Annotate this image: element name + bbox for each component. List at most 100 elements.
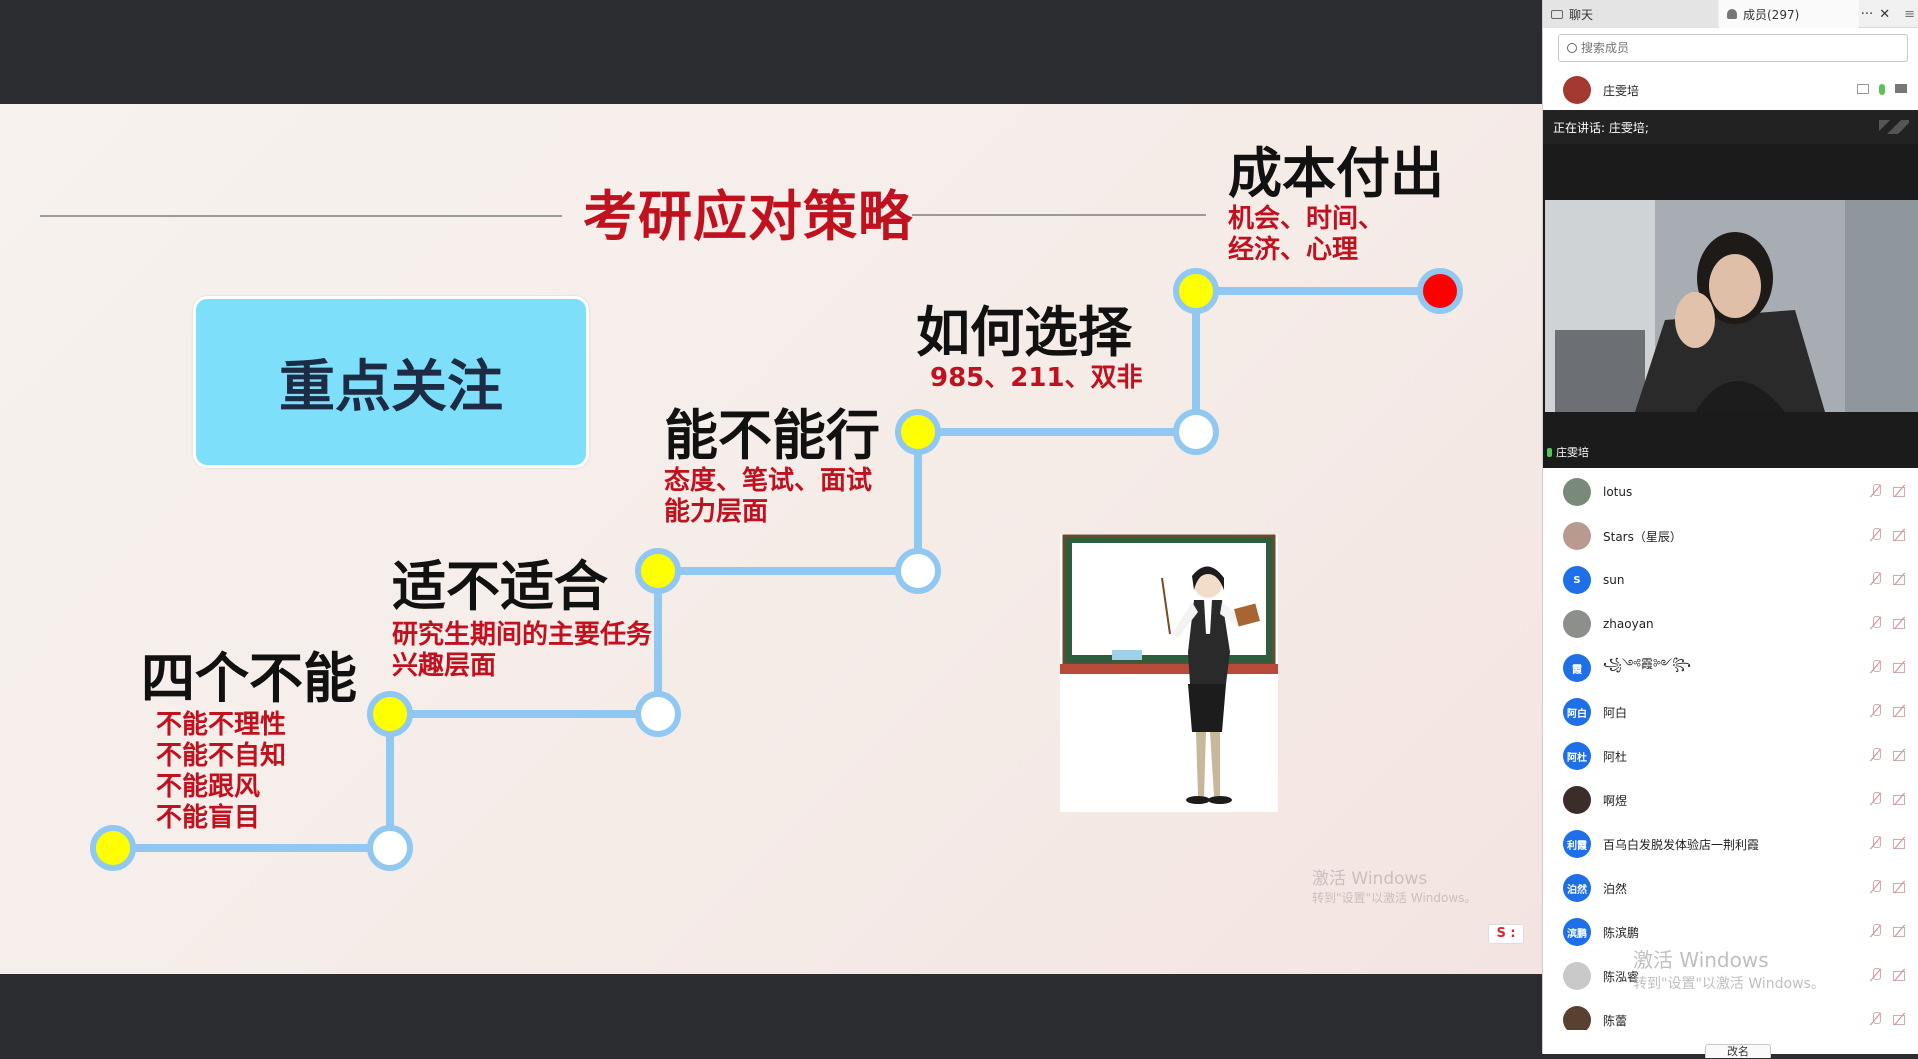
list-item[interactable]: 泊然 泊然: [1543, 866, 1918, 910]
tab-members[interactable]: 成员(297): [1719, 0, 1859, 28]
presentation-stage: 考研应对策略 重点关注 四个不能 不能不理性 不能不自知 不能跟风 不能盲目: [0, 104, 1542, 974]
node-9: [1173, 268, 1219, 314]
step-title-3: 能不能行: [664, 404, 880, 467]
list-item[interactable]: lotus: [1543, 470, 1918, 514]
avatar: 阿白: [1563, 698, 1591, 726]
input-method-icon[interactable]: S :: [1488, 924, 1524, 944]
slide-title: 考研应对策略: [583, 185, 913, 248]
member-list[interactable]: lotus Stars（星辰） S sun zhaoyan 霞 ꧁༺霞༻꧂ 阿白…: [1543, 470, 1918, 1030]
host-name: 庄雯培: [1603, 83, 1640, 98]
activation-watermark: 激活 Windows 转到"设置"以激活 Windows。: [1312, 864, 1476, 906]
step-line: 兴趣层面: [392, 651, 497, 681]
camera-off-icon: [1893, 704, 1907, 718]
person-icon: [1727, 9, 1737, 19]
panel-tabs: 聊天 成员(297) ··· ✕ ≡: [1543, 0, 1918, 28]
mic-off-icon: [1869, 792, 1883, 806]
step-sub-1: 不能不理性 不能不自知 不能跟风 不能盲目: [156, 710, 286, 834]
list-item[interactable]: Stars（星辰）: [1543, 514, 1918, 558]
host-row[interactable]: 庄雯培: [1543, 72, 1918, 108]
member-name: 陈泓睿: [1603, 969, 1640, 984]
list-item[interactable]: S sun: [1543, 558, 1918, 602]
step-sub-5: 机会、时间、 经济、心理: [1228, 204, 1384, 266]
avatar: 泊然: [1563, 874, 1591, 902]
list-item[interactable]: zhaoyan: [1543, 602, 1918, 646]
title-rule-left: [40, 215, 562, 217]
member-name: 陈蕾: [1603, 1013, 1628, 1028]
avatar: S: [1563, 566, 1591, 594]
list-item[interactable]: 阿白 阿白: [1543, 690, 1918, 734]
step-line: 研究生期间的主要任务: [392, 620, 653, 650]
search-icon: [1567, 43, 1577, 53]
step-title-1: 四个不能: [141, 647, 357, 710]
menu-icon[interactable]: ≡: [1904, 6, 1915, 22]
video-label-text: 庄雯培: [1556, 446, 1589, 459]
node-1: [90, 825, 136, 871]
slide: 考研应对策略 重点关注 四个不能 不能不理性 不能不自知 不能跟风 不能盲目: [0, 104, 1542, 974]
member-status: [1869, 616, 1907, 630]
speaker-video[interactable]: [1545, 200, 1918, 412]
tab-chat[interactable]: 聊天: [1543, 0, 1718, 28]
camera-off-icon: [1893, 572, 1907, 586]
node-10: [1417, 268, 1463, 314]
mic-off-icon: [1869, 880, 1883, 894]
avatar: [1563, 522, 1591, 550]
tab-members-label: 成员(297): [1743, 7, 1800, 22]
mic-off-icon: [1869, 616, 1883, 630]
focus-box: 重点关注: [193, 296, 589, 468]
more-icon[interactable]: ···: [1860, 6, 1874, 22]
mic-off-icon: [1869, 836, 1883, 850]
member-status: [1869, 528, 1907, 542]
avatar: 利霞: [1563, 830, 1591, 858]
camera-off-icon: [1893, 924, 1907, 938]
member-name: sun: [1603, 573, 1625, 587]
collapse-icon[interactable]: [1879, 120, 1909, 134]
close-icon[interactable]: ✕: [1879, 6, 1891, 22]
step-line: 态度、笔试、面试: [664, 466, 873, 496]
list-item[interactable]: 利霞 百乌白发脱发体验店一荆利霞: [1543, 822, 1918, 866]
video-name-label: 庄雯培: [1547, 444, 1589, 460]
list-item[interactable]: 陈蕾: [1543, 998, 1918, 1030]
step-title-4: 如何选择: [916, 301, 1132, 364]
host-status-icons: [1857, 84, 1907, 95]
step-line: 985、211、双非: [930, 363, 1143, 393]
node-6: [895, 548, 941, 594]
watermark-line1: 激活 Windows: [1312, 869, 1428, 889]
list-item[interactable]: 啊煜: [1543, 778, 1918, 822]
member-name: 阿白: [1603, 705, 1628, 720]
member-name: 百乌白发脱发体验店一荆利霞: [1603, 837, 1760, 852]
list-item[interactable]: 滨鹏 陈滨鹏: [1543, 910, 1918, 954]
avatar: [1563, 786, 1591, 814]
camera-off-icon: [1893, 748, 1907, 762]
search-input[interactable]: [1581, 41, 1881, 55]
step-line: 不能盲目: [156, 803, 261, 833]
meeting-side-panel: 聊天 成员(297) ··· ✕ ≡ 庄雯培 正在讲话: 庄雯培;: [1542, 0, 1918, 1058]
member-name: Stars（星辰）: [1603, 529, 1682, 544]
rename-button[interactable]: 改名: [1705, 1044, 1771, 1058]
step-line: 机会、时间、: [1228, 204, 1385, 234]
tab-controls: ··· ✕ ≡: [1861, 0, 1915, 28]
mic-off-icon: [1869, 704, 1883, 718]
member-name: 阿杜: [1603, 749, 1628, 764]
member-status: [1869, 792, 1907, 806]
step-sub-3: 态度、笔试、面试 能力层面: [664, 466, 872, 528]
activation-watermark-panel: 激活 Windows 转到"设置"以激活 Windows。: [1633, 944, 1825, 993]
watermark-line1: 激活 Windows: [1633, 948, 1769, 972]
avatar: [1563, 1006, 1591, 1030]
list-item[interactable]: 霞 ꧁༺霞༻꧂: [1543, 646, 1918, 690]
mic-icon: [1547, 447, 1552, 457]
mic-off-icon: [1869, 968, 1883, 982]
mic-off-icon: [1869, 660, 1883, 674]
member-status: [1869, 836, 1907, 850]
camera-off-icon: [1893, 660, 1907, 674]
camera-icon: [1895, 84, 1907, 93]
list-item[interactable]: 阿杜 阿杜: [1543, 734, 1918, 778]
camera-off-icon: [1893, 880, 1907, 894]
step-title-5: 成本付出: [1228, 142, 1444, 205]
member-status: [1869, 748, 1907, 762]
list-item[interactable]: 陈泓睿: [1543, 954, 1918, 998]
focus-label: 重点关注: [279, 354, 503, 420]
camera-off-icon: [1893, 484, 1907, 498]
mic-off-icon: [1869, 1012, 1883, 1026]
camera-off-icon: [1893, 1012, 1907, 1026]
camera-off-icon: [1893, 616, 1907, 630]
